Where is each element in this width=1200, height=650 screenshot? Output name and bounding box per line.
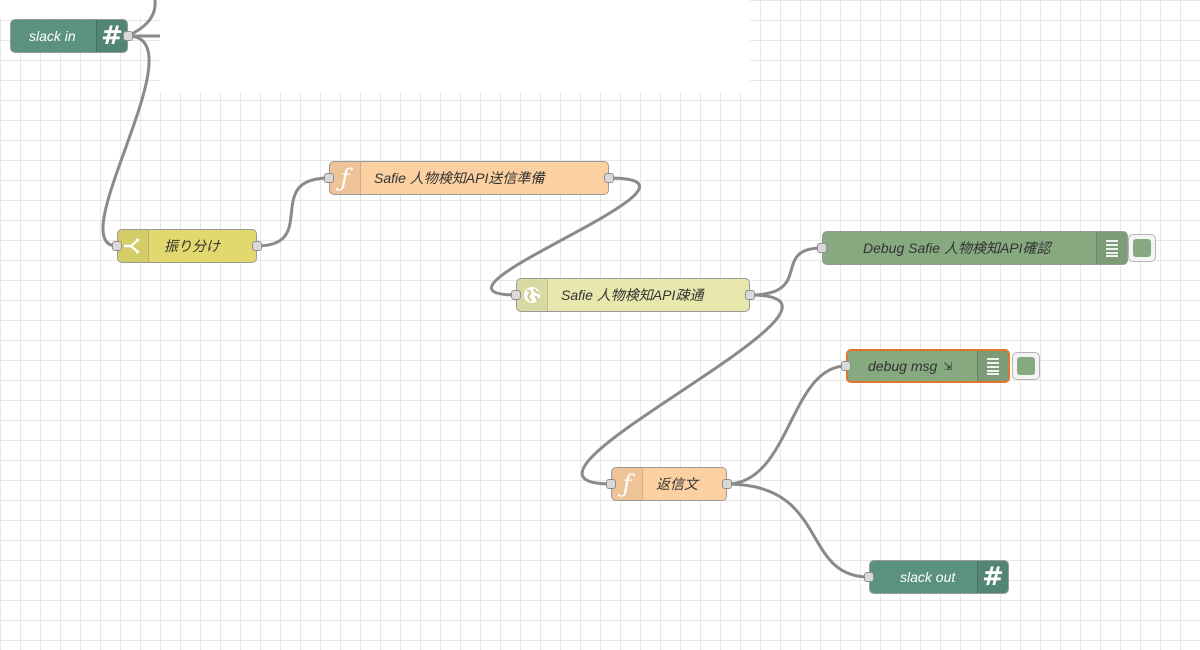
wire-reply-to-debug-msg[interactable]: [726, 364, 847, 486]
node-function-prep[interactable]: ƒ Safie 人物検知API送信準備: [324, 161, 614, 195]
wire-prep-to-api[interactable]: [490, 176, 642, 297]
node-http-request[interactable]: Safie 人物検知API疎通: [511, 278, 755, 312]
node-label: Safie 人物検知API送信準備: [374, 170, 545, 186]
list-icon: [1096, 232, 1127, 264]
switch-icon: [118, 230, 149, 262]
canvas-highlight-area: [0, 0, 160, 18]
list-icon: [977, 351, 1008, 381]
input-port[interactable]: [817, 243, 827, 253]
wire-reply-to-slack-out[interactable]: [726, 482, 870, 579]
output-port[interactable]: [123, 31, 133, 41]
output-port[interactable]: [722, 479, 732, 489]
output-target-icon: ⇲: [943, 360, 953, 373]
debug-toggle-button[interactable]: [1012, 352, 1040, 380]
node-label: Debug Safie 人物検知API確認: [863, 240, 1051, 256]
function-icon: ƒ: [612, 468, 643, 500]
node-debug-api[interactable]: Debug Safie 人物検知API確認: [817, 231, 1128, 265]
debug-toggle-button[interactable]: [1128, 234, 1156, 262]
canvas-highlight-area: [160, 0, 750, 92]
node-label: 返信文: [656, 476, 698, 492]
wire-slack-in-to-switch[interactable]: [101, 34, 151, 248]
output-port[interactable]: [745, 290, 755, 300]
input-port[interactable]: [864, 572, 874, 582]
input-port[interactable]: [324, 173, 334, 183]
node-slack-out[interactable]: slack out #: [864, 560, 1009, 594]
node-label: 振り分け: [164, 238, 220, 254]
wire-api-to-reply[interactable]: [580, 293, 784, 486]
globe-icon: [517, 279, 548, 311]
node-debug-msg[interactable]: debug msg ⇲: [841, 349, 1010, 383]
hash-icon: #: [96, 20, 127, 52]
input-port[interactable]: [511, 290, 521, 300]
input-port[interactable]: [841, 361, 851, 371]
node-label-text: debug msg: [868, 358, 938, 374]
node-switch[interactable]: 振り分け: [112, 229, 262, 263]
wire-switch-to-prep[interactable]: [256, 176, 330, 248]
node-function-reply[interactable]: ƒ 返信文: [606, 467, 732, 501]
node-label: slack out: [900, 569, 956, 585]
input-port[interactable]: [112, 241, 122, 251]
wire-incoming-top[interactable]: [127, 0, 157, 38]
output-port[interactable]: [604, 173, 614, 183]
node-slack-in[interactable]: slack in #: [10, 19, 133, 53]
wire-api-to-debug-api[interactable]: [749, 246, 823, 297]
input-port[interactable]: [606, 479, 616, 489]
function-icon: ƒ: [330, 162, 361, 194]
node-label: slack in: [29, 28, 76, 44]
output-port[interactable]: [252, 241, 262, 251]
hash-icon: #: [977, 561, 1008, 593]
node-label: debug msg ⇲: [868, 351, 953, 381]
node-label: Safie 人物検知API疎通: [561, 287, 704, 303]
